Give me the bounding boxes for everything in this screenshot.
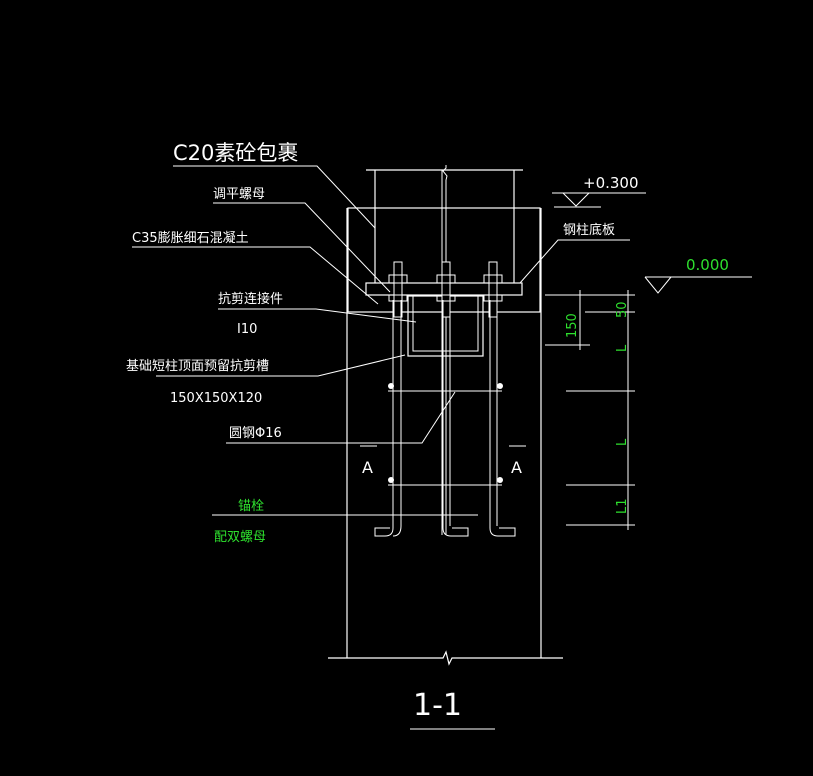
label-i10: I10 [237, 322, 257, 337]
dim-L1: L1 [615, 498, 630, 514]
steel-column [366, 165, 523, 535]
label-anchor-bolt: 锚栓 [238, 499, 264, 514]
section-a-left: A [362, 458, 373, 477]
label-c35: C35膨胀细石混凝土 [132, 230, 249, 246]
label-shear-slot: 基础短柱顶面预留抗剪槽 [126, 358, 269, 374]
pedestal [328, 208, 563, 666]
dimension-lines [545, 290, 635, 530]
label-base-plate: 钢柱底板 [563, 222, 615, 238]
elevation-marks [552, 192, 752, 294]
label-leveling-nut: 调平螺母 [213, 187, 265, 202]
elevation-top: +0.300 [583, 174, 639, 192]
anchor-bolts [374, 261, 516, 537]
leader-lines [132, 165, 630, 516]
label-round-steel: 圆钢Φ16 [229, 426, 282, 441]
label-c20: C20素砼包裹 [173, 141, 298, 165]
label-shear-connector: 抗剪连接件 [218, 291, 283, 307]
elevation-ground: 0.000 [686, 256, 729, 274]
label-double-nut: 配双螺母 [214, 530, 266, 545]
dim-L-1: L [615, 344, 630, 352]
section-a-right: A [511, 458, 522, 477]
label-slot-size: 150X150X120 [170, 391, 262, 406]
dim-50: 50 [615, 301, 630, 318]
section-title: 1-1 [413, 688, 462, 723]
dim-L-2: L [615, 438, 630, 446]
dim-150: 150 [565, 313, 580, 338]
